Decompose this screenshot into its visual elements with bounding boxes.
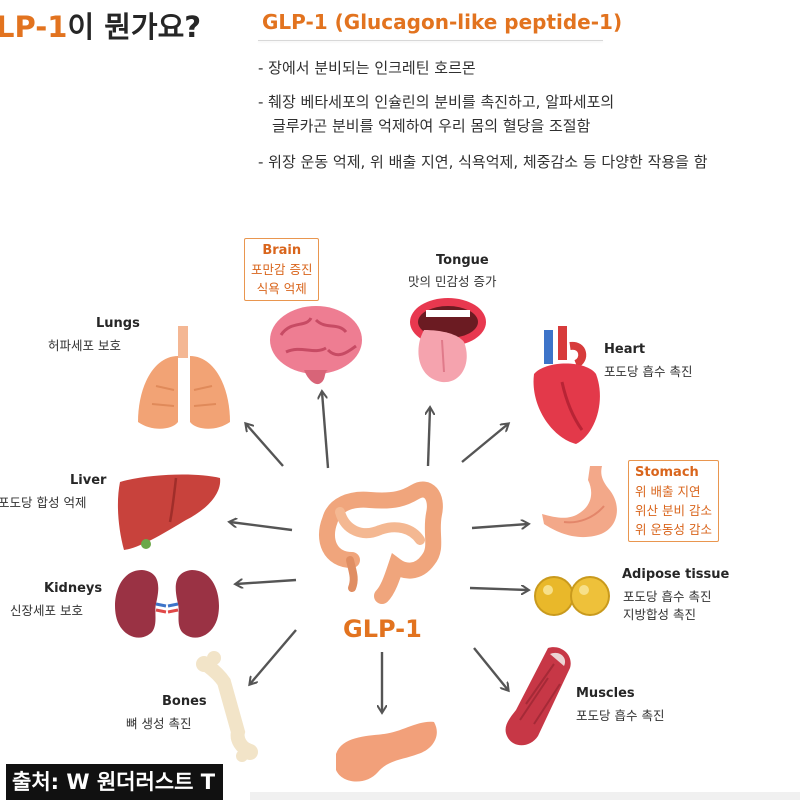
stomach-effects-box: Stomach 위 배출 지연 위산 분비 감소 위 운동성 감소: [628, 460, 719, 542]
page-title-accent: LP-1: [0, 10, 68, 44]
arrow-tongue: [428, 408, 430, 467]
bones-name: Bones: [162, 694, 207, 709]
liver-icon: [117, 474, 221, 550]
description-line-2b: 글루카곤 분비를 억제하여 우리 몸의 혈당을 조절함: [272, 117, 591, 135]
bottom-toolbar-strip: [250, 792, 800, 800]
brain-icon: [270, 306, 362, 385]
liver-effect: 포도당 합성 억제: [0, 495, 87, 510]
lungs-icon: [138, 326, 230, 429]
page-title: LP-1이 뭔가요?: [0, 4, 201, 46]
tongue-effect: 맛의 민감성 증가: [408, 274, 497, 289]
pancreas-icon: [336, 721, 437, 782]
adipose-name: Adipose tissue: [622, 567, 730, 582]
arrow-muscles: [473, 647, 508, 690]
description-line-3: - 위장 운동 억제, 위 배출 지연, 식욕억제, 체중감소 등 다양한 작용…: [258, 153, 708, 171]
lungs-name: Lungs: [96, 316, 140, 331]
stomach-effect-2: 위산 분비 감소: [635, 503, 712, 518]
stomach-effect-3: 위 운동성 감소: [635, 522, 712, 537]
heart-name: Heart: [604, 342, 646, 357]
muscles-name: Muscles: [576, 686, 635, 701]
stomach-name: Stomach: [635, 465, 699, 480]
stomach-effect-1: 위 배출 지연: [635, 484, 701, 499]
brain-effects-box: Brain 포만감 증진 식욕 억제: [244, 238, 320, 301]
liver-name: Liver: [70, 473, 107, 488]
source-credit: 출처: W 원더러스트 T: [6, 764, 224, 800]
arrow-kidneys: [236, 580, 297, 584]
section-subtitle: GLP-1 (Glucagon-like peptide-1): [262, 10, 623, 34]
arrow-stomach: [471, 524, 528, 528]
description-line-2a: - 췌장 베타세포의 인슐린의 분비를 촉진하고, 알파세포의: [258, 93, 615, 111]
stomach-icon: [542, 466, 617, 538]
arrow-adipose: [469, 588, 528, 590]
kidneys-name: Kidneys: [44, 581, 103, 596]
kidneys-effect: 신장세포 보호: [10, 603, 83, 618]
adipose-icon: [534, 576, 610, 616]
muscle-icon: [505, 647, 571, 746]
muscles-effect: 포도당 흡수 촉진: [576, 708, 665, 723]
kidneys-icon: [115, 570, 219, 638]
arrow-brain: [322, 392, 330, 469]
brain-effect-2: 식욕 억제: [256, 281, 307, 296]
glp1-center-label: GLP-1: [343, 615, 422, 643]
brain-effect-1: 포만감 증진: [251, 262, 313, 277]
subtitle-divider: [258, 40, 603, 41]
adipose-effect-2: 지방합성 촉진: [623, 607, 696, 622]
arrow-heart: [461, 424, 508, 463]
adipose-effect-1: 포도당 흡수 촉진: [623, 589, 712, 604]
page-title-rest: 이 뭔가요?: [67, 10, 202, 44]
bone-icon: [196, 651, 258, 762]
heart-effect: 포도당 흡수 촉진: [604, 364, 693, 379]
tongue-icon: [410, 298, 486, 383]
tongue-name: Tongue: [436, 253, 489, 268]
heart-icon: [533, 326, 600, 444]
bones-effect: 뼈 생성 촉진: [126, 716, 192, 731]
brain-name: Brain: [262, 243, 302, 258]
arrow-liver: [230, 522, 293, 532]
arrow-lungs: [246, 424, 284, 467]
description-line-1: - 장에서 분비되는 인크레틴 호르몬: [258, 59, 476, 77]
arrow-bones: [250, 629, 297, 684]
lungs-effect: 허파세포 보호: [48, 338, 121, 353]
